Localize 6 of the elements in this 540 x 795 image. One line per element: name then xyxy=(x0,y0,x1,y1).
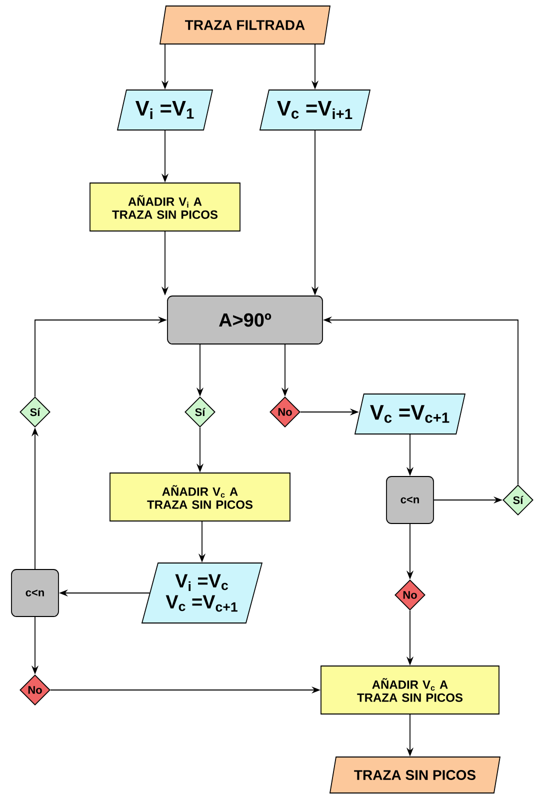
condition-box: c<n xyxy=(11,569,59,617)
process-box: AÑADIR V$_{c}$ A TRAZA SIN PICOS xyxy=(320,666,500,714)
condition-box: A>90º xyxy=(167,296,323,344)
process-box: AÑADIR V$_{c}$ A TRAZA SIN PICOS xyxy=(110,472,290,522)
condition-box: c<n xyxy=(386,476,434,524)
process-box: AÑADIR V$_{i}$ A TRAZA SIN PICOS xyxy=(90,182,240,232)
